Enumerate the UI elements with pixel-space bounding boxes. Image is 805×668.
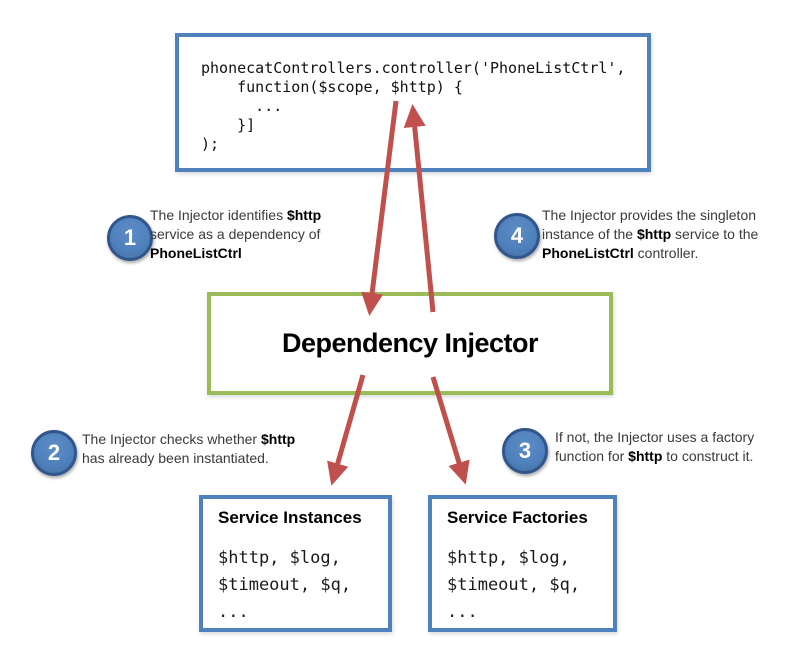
service-factories-items: $http, $log, $timeout, $q, ... [447, 548, 581, 622]
service-factories-box: Service Factories $http, $log, $timeout,… [428, 495, 617, 632]
step-1-badge: 1 [107, 215, 153, 261]
step-4-number: 4 [510, 223, 524, 248]
service-instances-title: Service Instances [218, 508, 362, 527]
text-run: controller. [633, 245, 699, 261]
step-4-badge: 4 [494, 213, 540, 259]
text-run: The Injector checks whether [82, 431, 261, 447]
service-instances-box: Service Instances $http, $log, $timeout,… [199, 495, 392, 632]
step-1-text: The Injector identifies $http service as… [150, 206, 355, 263]
text-run: has already been instantiated. [82, 450, 269, 466]
code-token: $http [636, 226, 672, 242]
dependency-injector-box: Dependency Injector [207, 292, 613, 395]
step-4-text: The Injector provides the singleton inst… [542, 206, 784, 263]
text-run: service to the [675, 226, 759, 242]
step-2-text: The Injector checks whether $http has al… [82, 430, 332, 468]
service-factories-title: Service Factories [447, 508, 588, 527]
step-3-text: If not, the Injector uses a factory func… [555, 428, 795, 466]
controller-code-box: phonecatControllers.controller('PhoneLis… [175, 33, 651, 172]
text-run: to construct it. [662, 448, 754, 464]
step-3-number: 3 [518, 438, 532, 463]
step-1-number: 1 [123, 225, 137, 250]
text-run: If not, the Injector uses a factory func… [555, 429, 755, 464]
step-3-badge: 3 [502, 428, 548, 474]
dependency-injector-title: Dependency Injector [281, 328, 539, 358]
step-2-badge: 2 [31, 430, 77, 476]
code-token: PhoneListCtrl [150, 245, 242, 261]
step-2-number: 2 [47, 440, 61, 465]
code-token: PhoneListCtrl [542, 245, 634, 261]
controller-code: phonecatControllers.controller('PhoneLis… [201, 59, 626, 153]
text-run: service as a dependency of [150, 226, 321, 242]
code-token: $http [628, 448, 663, 464]
text-run: The Injector provides the singleton inst… [542, 207, 757, 242]
code-token: $http [286, 207, 322, 223]
text-run: The Injector identifies [150, 207, 287, 223]
service-instances-items: $http, $log, $timeout, $q, ... [218, 548, 352, 622]
code-token: $http [260, 431, 296, 447]
